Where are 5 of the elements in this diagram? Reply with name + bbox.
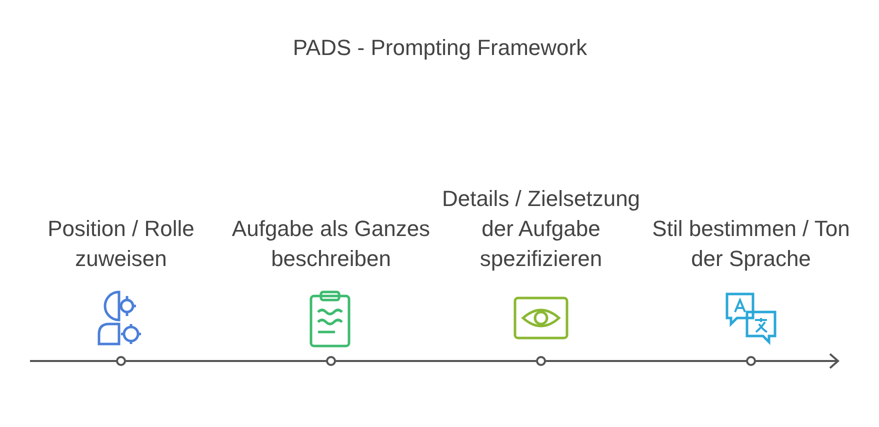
diagram-title: PADS - Prompting Framework xyxy=(292,34,588,62)
milestone-label: Aufgabe als Ganzes beschreiben xyxy=(231,215,431,273)
milestone-label: Details / Zielsetzung der Aufgabe spezifizieren xyxy=(441,185,641,273)
milestone-label: Position / Rolle zuweisen xyxy=(46,215,196,273)
milestone-label: Stil bestimmen / Ton der Sprache xyxy=(651,215,851,273)
